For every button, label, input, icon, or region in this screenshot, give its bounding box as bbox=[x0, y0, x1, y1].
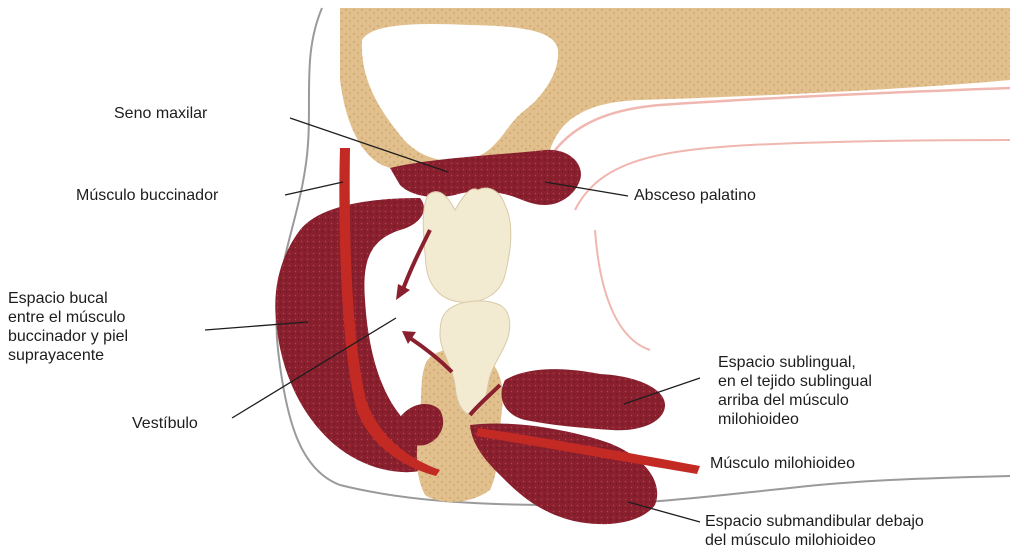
sublingual-abscess bbox=[502, 369, 665, 430]
leader-musculo-buccinador bbox=[285, 182, 343, 195]
label-espacio-submandibular: Espacio submandibular debajo del músculo… bbox=[705, 512, 924, 550]
label-seno-maxilar: Seno maxilar bbox=[114, 104, 207, 123]
label-absceso-palatino: Absceso palatino bbox=[634, 186, 756, 205]
upper-tooth bbox=[423, 188, 511, 302]
label-musculo-buccinador: Músculo buccinador bbox=[76, 186, 218, 205]
label-espacio-sublingual: Espacio sublingual, en el tejido subling… bbox=[718, 353, 872, 429]
label-vestibulo: Vestíbulo bbox=[132, 414, 198, 433]
label-espacio-bucal: Espacio bucal entre el músculo buccinado… bbox=[8, 289, 128, 365]
label-musculo-milohioideo: Músculo milohioideo bbox=[710, 454, 855, 473]
floor-of-mouth-outline bbox=[595, 230, 650, 350]
